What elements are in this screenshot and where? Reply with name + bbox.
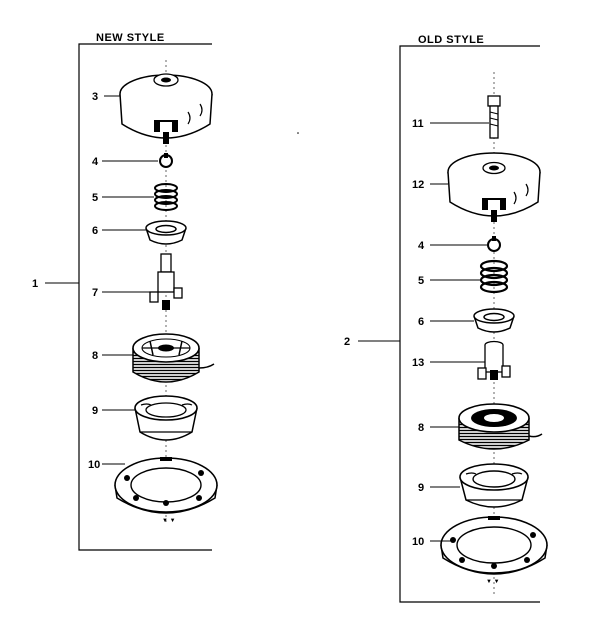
new-part-9-bowl (134, 395, 198, 441)
callout-old-6: 6 (418, 316, 424, 328)
callout-new-8: 8 (92, 350, 98, 362)
old-part-9-bowl (459, 463, 529, 508)
new-style-bracket (78, 43, 212, 551)
old-style-bracket (399, 45, 540, 603)
callout-old-8: 8 (418, 422, 424, 434)
callout-new-5: 5 (92, 192, 98, 204)
callout-new-4: 4 (92, 156, 99, 168)
callout-old-10: 10 (412, 536, 424, 548)
callout-old-11: 11 (412, 118, 424, 130)
new-part-3-housing (119, 73, 213, 144)
callout-new-10: 10 (88, 459, 100, 471)
old-part-13-adapter (477, 340, 511, 380)
callout-old-13: 13 (412, 357, 424, 369)
new-part-10-ring: ▼ ▼ (114, 457, 218, 524)
svg-text:▼ ▼: ▼ ▼ (486, 579, 500, 585)
new-part-6-washer (145, 220, 187, 245)
callout-new-9: 9 (92, 405, 98, 417)
callout-old-9: 9 (418, 482, 424, 494)
new-part-4-clip (159, 153, 173, 168)
old-part-10-ring: ▼ ▼ (440, 516, 548, 585)
old-part-11-bolt (487, 95, 501, 139)
old-part-12-housing (447, 152, 541, 222)
new-part-8-spool (132, 333, 215, 383)
old-part-5-spring (479, 259, 509, 294)
callout-new-6: 6 (92, 225, 98, 237)
callout-new-7: 7 (92, 287, 98, 299)
callout-old-4: 4 (418, 240, 425, 252)
header-old-style: OLD STYLE (418, 34, 484, 46)
group-label-2: 2 (344, 336, 350, 348)
old-part-6-washer (473, 308, 515, 333)
old-part-8-spool (458, 403, 543, 450)
group-label-1: 1 (32, 278, 38, 290)
old-part-4-clip (487, 236, 501, 252)
new-part-7-shaft (149, 253, 183, 310)
new-part-5-spring (154, 183, 178, 211)
header-new-style: NEW STYLE (96, 32, 165, 44)
callout-old-12: 12 (412, 179, 424, 191)
svg-text:▼ ▼: ▼ ▼ (162, 518, 176, 524)
callout-new-3: 3 (92, 91, 98, 103)
stray-dot (297, 132, 299, 134)
callout-old-5: 5 (418, 275, 424, 287)
